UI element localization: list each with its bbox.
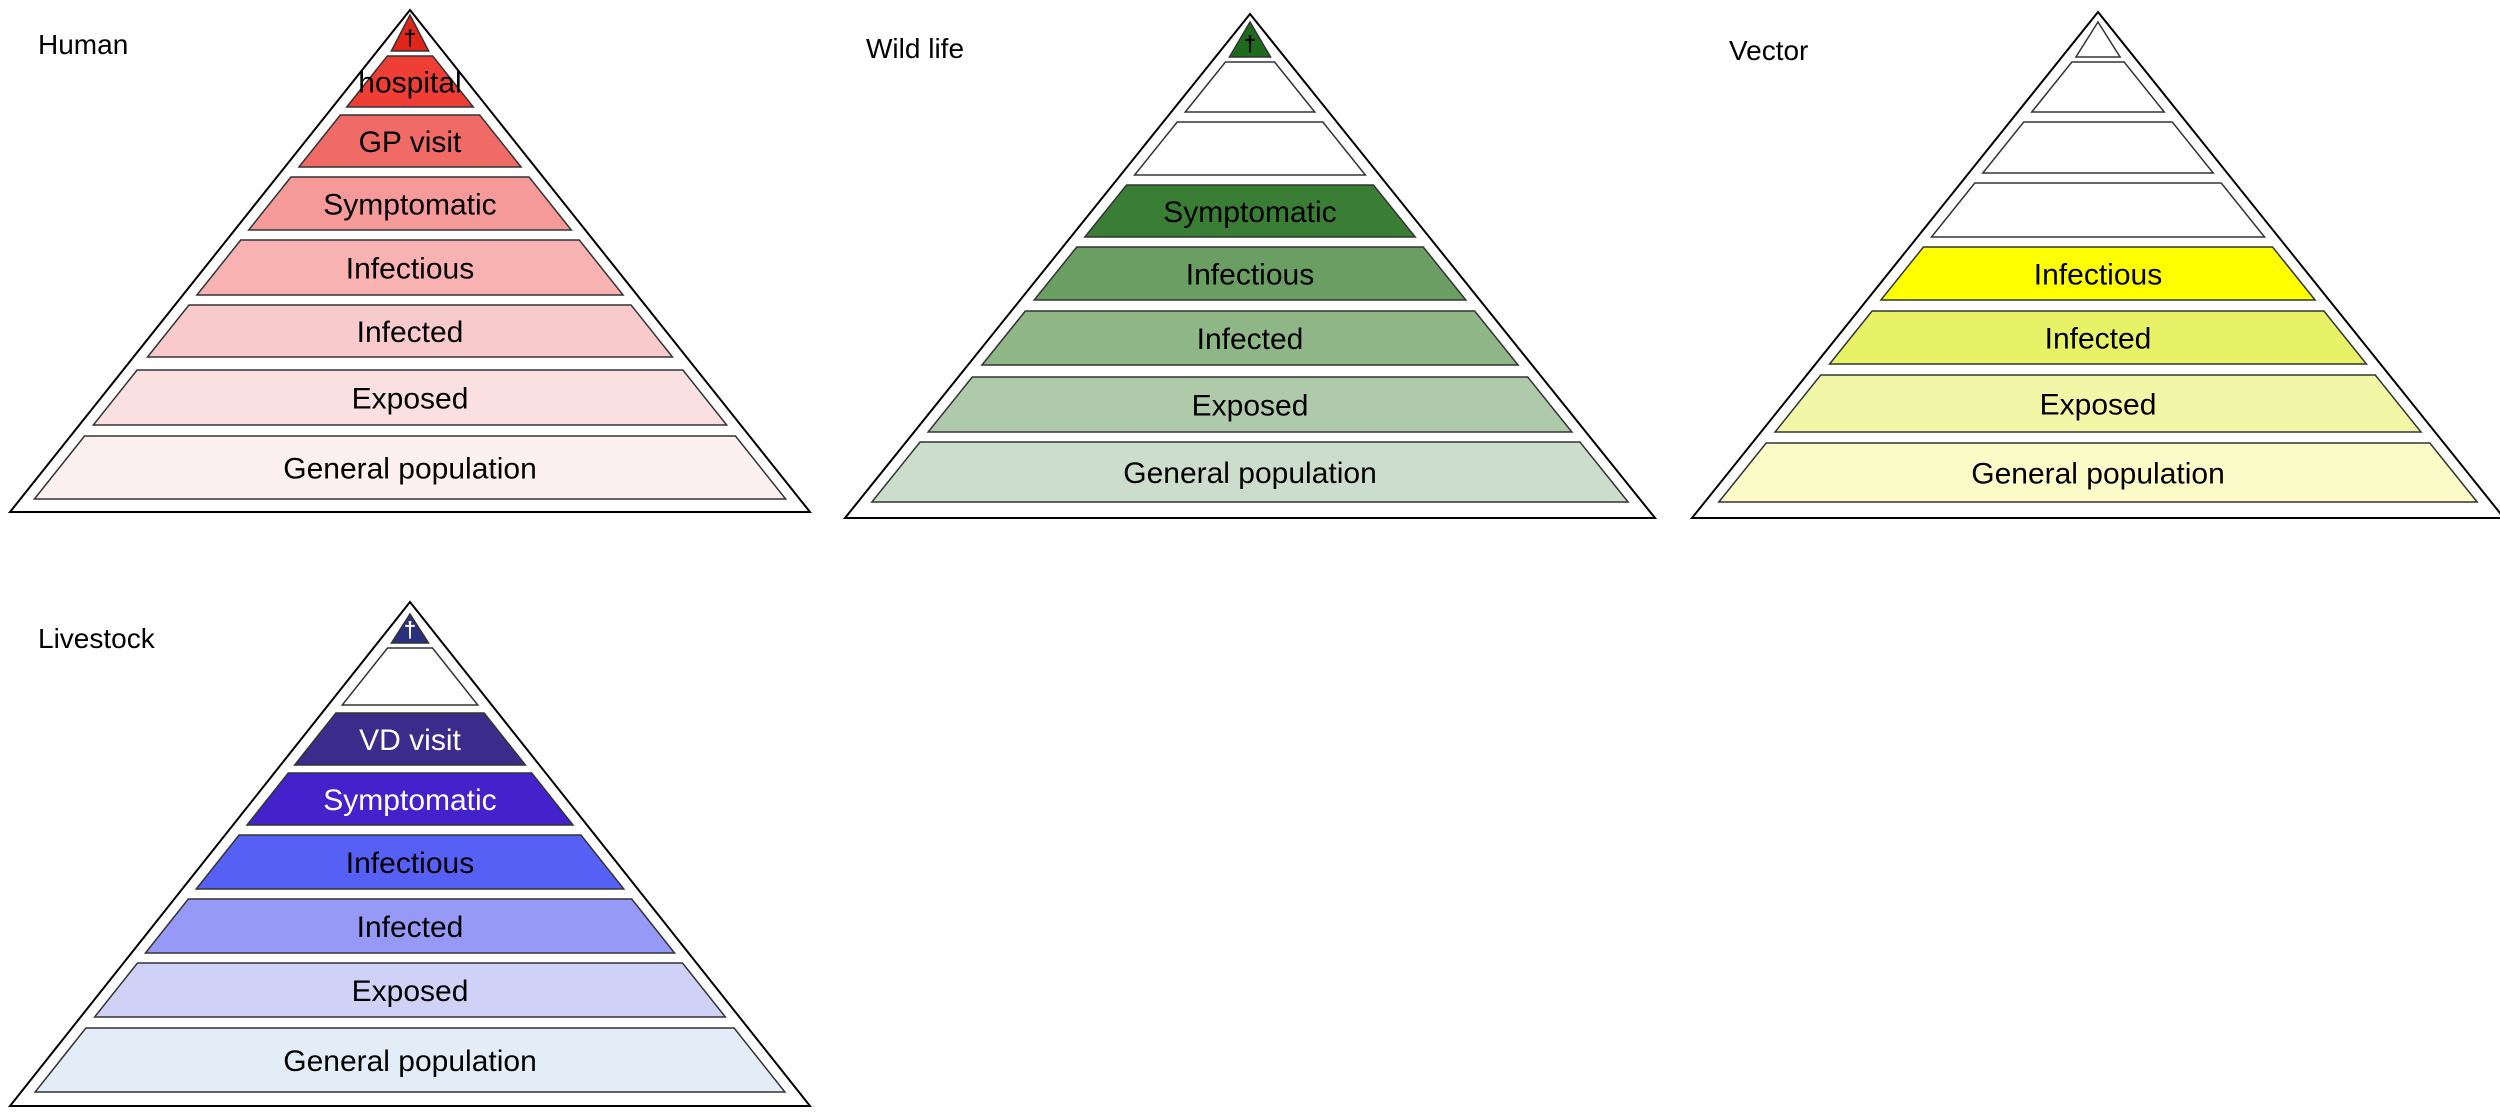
pyramid-panel-vector: Vector InfectiousInfectedExposedGeneral … <box>1689 10 2500 519</box>
pyramid-title-human: Human <box>38 29 128 60</box>
level-label: Infected <box>2045 323 2152 356</box>
pyramid-level-symptomatic <box>247 176 573 231</box>
level-label: Symptomatic <box>1163 196 1336 229</box>
level-label: Infected <box>1197 323 1304 356</box>
level-label: Exposed <box>352 975 469 1008</box>
pyramid-level-symptomatic <box>245 772 575 826</box>
level-label: Infectious <box>346 847 474 880</box>
level-label: General population <box>283 1045 537 1078</box>
level-label: General population <box>1123 457 1377 490</box>
pyramid-panel-livestock: Livestock † VD visitSymptomaticInfectious… <box>7 600 813 1107</box>
pyramid-level-empty <box>1133 121 1367 176</box>
pyramid-level-general-population <box>1717 442 2479 503</box>
pyramid-level-infected <box>980 310 1520 366</box>
level-label: Infected <box>357 316 464 349</box>
level-label: Infectious <box>1186 259 1314 292</box>
level-label: General population <box>1971 458 2225 491</box>
pyramid-level-infectious <box>1879 246 2317 301</box>
level-label: Infected <box>357 911 464 944</box>
pyramid-panel-wild-life: Wild life † SymptomaticInfectiousInfected… <box>842 12 1658 519</box>
pyramid-level-empty <box>1183 61 1317 113</box>
pyramid-level-infectious <box>194 834 626 890</box>
level-label: General population <box>283 453 537 486</box>
level-label: Exposed <box>2040 389 2157 422</box>
pyramid-level-empty <box>1981 121 2215 174</box>
dagger-icon: † <box>404 25 416 50</box>
level-label: Symptomatic <box>323 784 496 817</box>
pyramid-wild-life: † SymptomaticInfectiousInfectedExposedGen… <box>842 12 1658 519</box>
level-label: Infectious <box>2034 259 2162 292</box>
pyramid-level-hospital <box>345 55 475 108</box>
pyramid-level-general-population <box>870 441 1630 503</box>
pyramid-apex <box>1228 20 1272 58</box>
pyramid-level-gp-visit <box>297 114 523 168</box>
dagger-icon: † <box>1244 31 1256 56</box>
pyramid-level-infected <box>1828 310 2368 365</box>
pyramid-apex <box>390 612 430 644</box>
pyramid-level-exposed <box>93 962 727 1018</box>
level-label: hospital <box>358 67 461 100</box>
pyramid-level-general-population <box>33 1027 787 1093</box>
pyramid-level-exposed <box>1773 374 2423 433</box>
pyramid-level-vd-visit <box>293 712 527 766</box>
pyramid-level-infected <box>145 304 675 358</box>
pyramid-level-empty <box>340 647 480 706</box>
pyramid-apex <box>390 13 430 52</box>
pyramid-title-wild-life: Wild life <box>866 33 964 64</box>
pyramid-title-livestock: Livestock <box>38 623 156 654</box>
pyramid-human: † hospital GP visitSymptomaticInfectiousIn… <box>7 8 813 513</box>
pyramid-panel-human: Human † hospital GP visitSymptomaticInfect… <box>7 8 813 513</box>
pyramid-level-empty <box>2030 61 2166 113</box>
pyramid-level-exposed <box>926 376 1574 433</box>
pyramid-level-exposed <box>91 369 729 426</box>
pyramid-level-general-population <box>32 435 788 500</box>
pyramid-level-infected <box>143 898 677 954</box>
level-label: Infectious <box>346 253 474 286</box>
pyramid-apex <box>2074 20 2122 58</box>
level-label: Symptomatic <box>323 189 496 222</box>
dagger-icon: † <box>404 617 416 642</box>
level-label: GP visit <box>359 126 462 159</box>
level-label: Exposed <box>352 383 469 416</box>
level-label: VD visit <box>359 724 461 757</box>
pyramid-title-vector: Vector <box>1729 35 1808 66</box>
pyramid-level-symptomatic <box>1083 184 1417 238</box>
pyramid-level-empty <box>1929 182 2267 238</box>
pyramid-level-infectious <box>195 239 625 296</box>
pyramid-livestock: † VD visitSymptomaticInfectiousInfectedEx… <box>7 600 813 1107</box>
pyramid-level-infectious <box>1032 246 1468 301</box>
level-label: Exposed <box>1192 390 1309 423</box>
